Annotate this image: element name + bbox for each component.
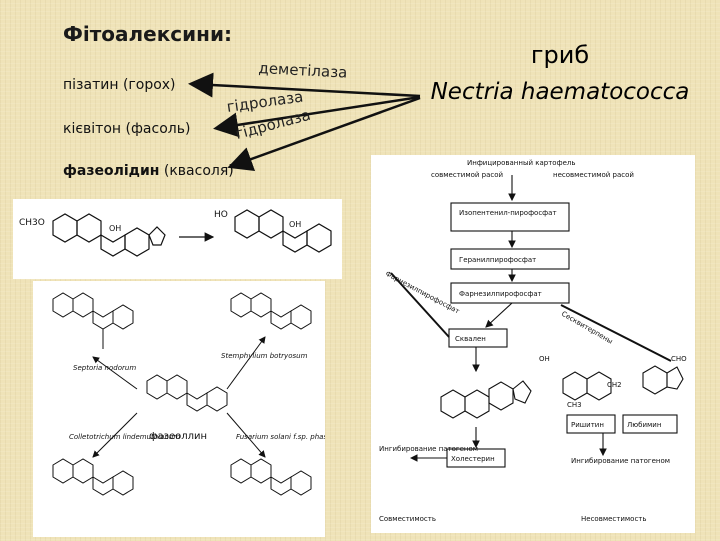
atom-cho: CHO [671,355,687,363]
box-lubimin: Любимин [627,421,661,429]
svg-text:OH: OH [289,220,301,229]
fungus-species: Nectria haematococca [430,79,690,105]
phaseollin-panel: Septoria nodorum Stemphylium botryosum ф… [33,281,340,537]
phaseollidin-conversion-diagram: CH3O OH HO OH [19,209,332,257]
potato-header-line1: Инфицированный картофель [467,159,575,167]
svg-text:OH: OH [109,224,121,233]
atom-ch3: CH3 [567,401,582,409]
phytoalexin-source: (фасоль) [125,121,191,137]
phytoalexin-phaseollidin: фазеолідин (квасоля) [63,163,234,179]
phaseollin-center-label: фазеоллин [149,431,207,442]
inhibition-left: Ингибирование патогеном [379,445,478,453]
arrow-to-phaseollidin [227,96,421,171]
arrow-to-pisatin [188,72,421,98]
box-cholesterol: Холестерин [451,455,495,463]
phytoalexin-name: фазеолідин [63,163,160,179]
atom-ch2: CH2 [607,381,622,389]
phytoalexin-pisatin: пізатин (горох) [63,77,176,93]
box-squalene: Сквален [455,335,486,343]
phytoalexin-name: пізатин [63,77,119,93]
phaseollin-degradation-diagram: Septoria nodorum Stemphylium botryosum ф… [52,292,340,496]
svg-text:HO: HO [214,210,228,220]
fungus-label-1: Septoria nodorum [73,364,136,372]
fungus-word: гриб [530,41,590,69]
box-gpp: Геранилпирофосфат [459,256,536,264]
fungus-label-3: Colletotrichum lindemuthianum [69,433,180,441]
potato-header-right: несовместимой расой [553,171,634,179]
inhibition-right: Ингибирование патогеном [571,457,670,465]
potato-scheme-panel: Инфицированный картофель совместимой рас… [371,155,695,533]
structure-panel-top: CH3O OH HO OH [13,199,342,279]
arrow-to-kievitone [213,95,421,138]
compatibility-label: Совместимость [379,515,436,523]
svg-text:CH3O: CH3O [19,218,45,228]
potato-header-left: совместимой расой [431,171,503,179]
box-ipp: Изопентенил-пирофосфат [459,209,557,217]
fungus-label-2: Stemphylium botryosum [221,352,308,360]
box-rishitin: Ришитин [571,421,604,429]
phytoalexin-name: кієвітон [63,121,122,137]
fungus-label-4: Fusarium solani f.sp. phaseoli [236,433,325,441]
terpenoid-pathway-diagram: Инфицированный картофель совместимой рас… [379,159,687,523]
phytoalexin-source: (горох) [122,77,176,93]
enzyme-arrows [188,72,421,171]
phytoalexin-source: (квасоля) [163,163,234,179]
box-fpp: Фарнезилпирофосфат [459,290,542,298]
atom-oh: OH [539,355,550,363]
incompatibility-label: Несовместимость [581,515,647,523]
phytoalexin-kievitone: кієвітон (фасоль) [63,121,190,137]
page-title: Фітоалексини: [63,22,233,46]
